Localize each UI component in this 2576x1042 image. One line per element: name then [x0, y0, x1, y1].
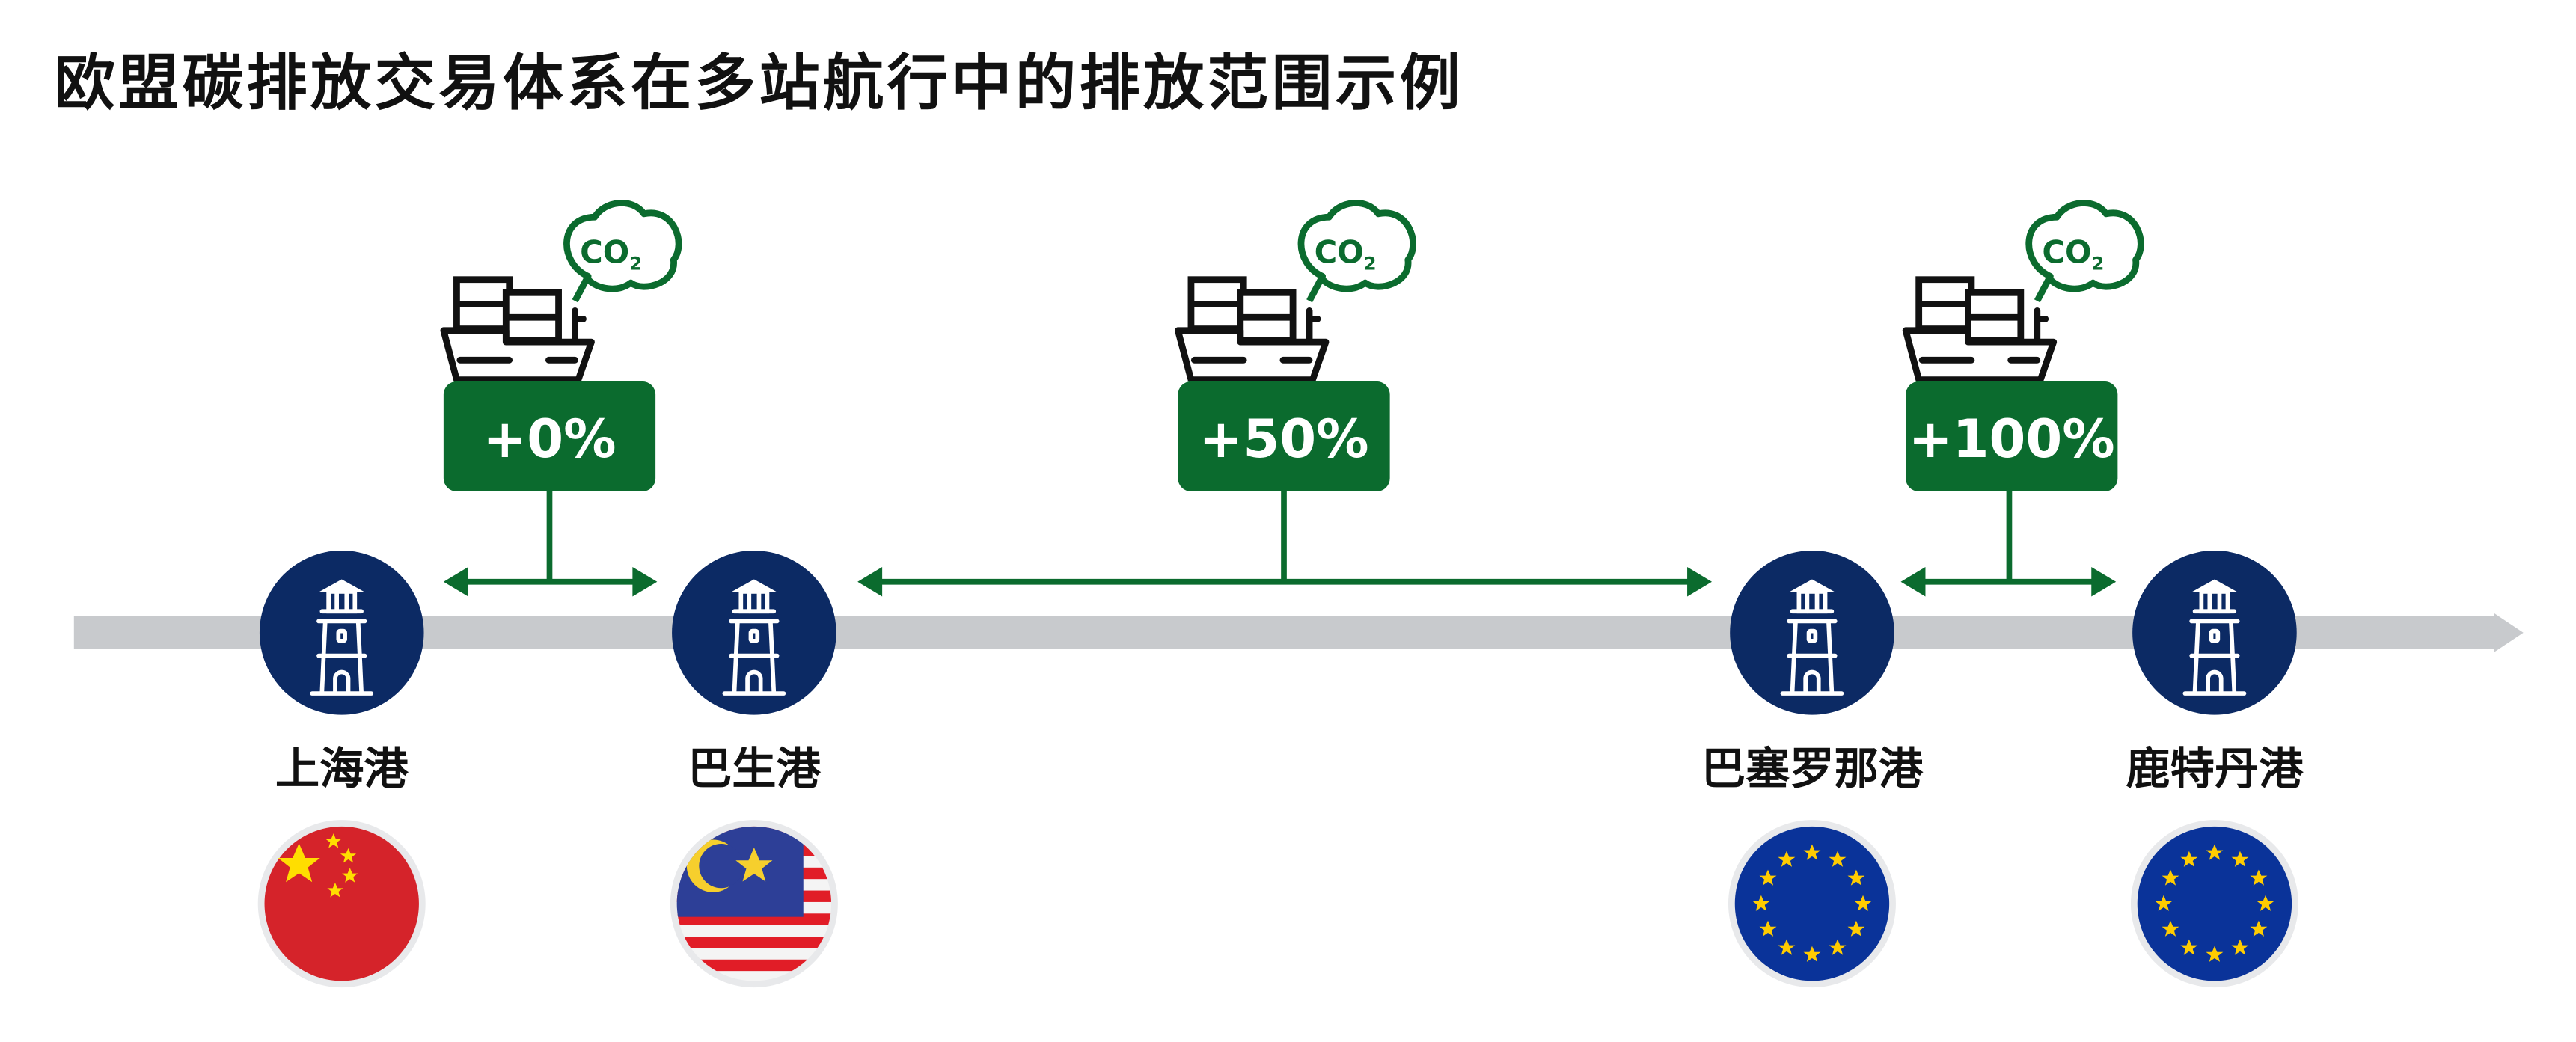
- port-name: 鹿特丹港: [2126, 743, 2304, 794]
- double-arrow-icon: [443, 491, 658, 597]
- china-flag: [257, 820, 426, 988]
- leg-2: CO2 +50%: [857, 203, 1713, 597]
- port-name: 巴塞罗那港: [1701, 743, 1924, 794]
- port-name: 巴生港: [688, 743, 822, 794]
- leg-3: CO2 +100%: [1900, 203, 2141, 597]
- ship-co2-icon: [1906, 203, 2141, 379]
- eu-flag: [1728, 820, 1896, 988]
- percent-box: [1178, 381, 1390, 491]
- leg-1: CO2 +0%: [443, 203, 679, 597]
- percent-label: +0%: [483, 408, 616, 470]
- malaysia-flag: [670, 820, 838, 988]
- double-arrow-icon: [1900, 491, 2117, 597]
- page-title: 欧盟碳排放交易体系在多站航行中的排放范围示例: [54, 49, 1463, 119]
- port-port-klang: 巴生港: [670, 551, 838, 988]
- co2-label: CO2: [2042, 234, 2104, 275]
- percent-box: [1906, 381, 2118, 491]
- percent-box: [443, 381, 656, 491]
- port-barcelona: 巴塞罗那港: [1701, 551, 1924, 988]
- route-track: [73, 613, 2524, 653]
- percent-label: +100%: [1909, 408, 2115, 470]
- port-shanghai: 上海港: [257, 551, 426, 988]
- ship-co2-icon: [444, 203, 679, 379]
- eu-flag: [2130, 820, 2298, 988]
- percent-label: +50%: [1199, 408, 1369, 470]
- co2-label: CO2: [1315, 234, 1377, 275]
- port-rotterdam: 鹿特丹港: [2126, 551, 2304, 988]
- ship-co2-icon: [1178, 203, 1413, 379]
- co2-label: CO2: [580, 234, 642, 275]
- port-name: 上海港: [275, 743, 409, 794]
- double-arrow-icon: [857, 491, 1713, 597]
